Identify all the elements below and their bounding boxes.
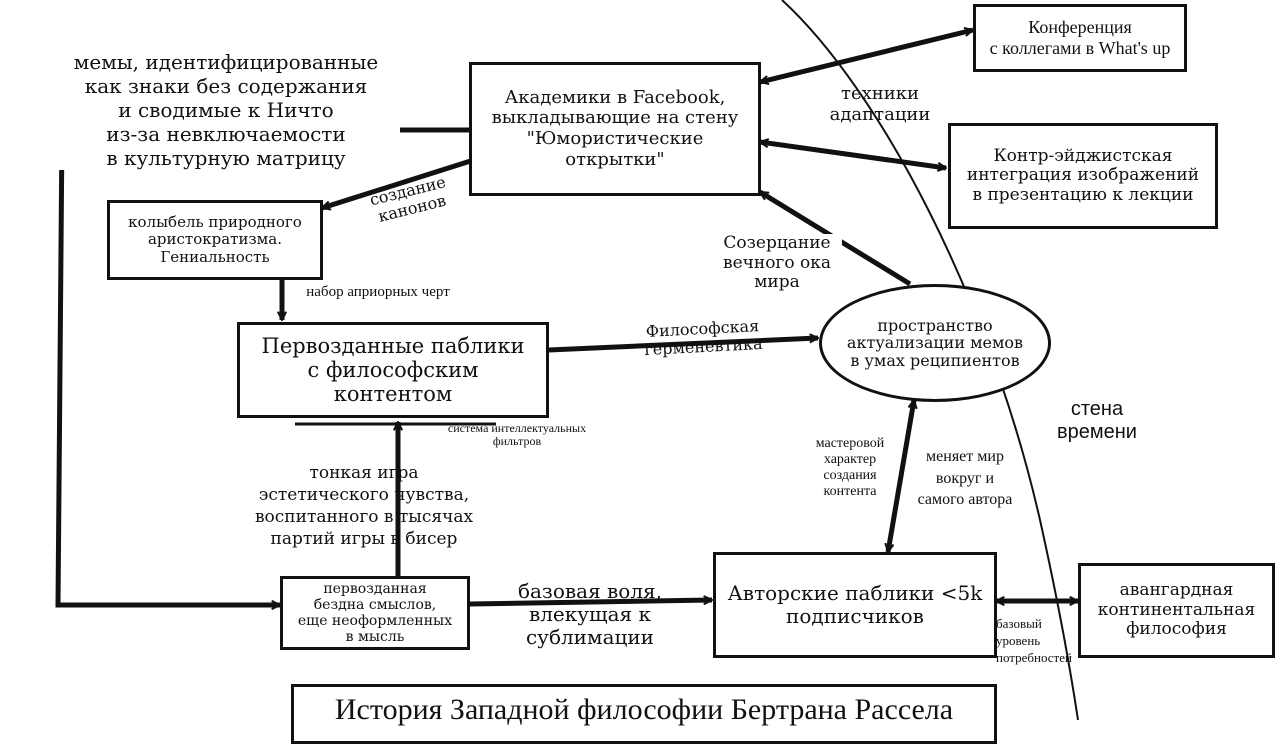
label-memes: мемы, идентифицированные как знаки без с… — [52, 50, 400, 170]
node-meme-space: пространство актуализации мемов в умах р… — [819, 284, 1051, 402]
arrow-author-memespace — [888, 400, 914, 552]
label-contemplation: Созерцание вечного ока мира — [712, 233, 842, 293]
wall-of-time-curve — [781, 0, 1079, 720]
arrow-primordial-to-memespace — [548, 338, 818, 353]
label-adaptation: техники адаптации — [829, 83, 931, 125]
arrow-abyss-to-author — [469, 600, 712, 607]
arrow-academics-counterageist — [760, 142, 946, 168]
label-base-will: базовая воля, влекущая к сублимации — [517, 579, 663, 649]
label-wall-of-time: стена времени — [1057, 398, 1137, 443]
node-avant-garde: авангардная континентальная философия — [1078, 563, 1275, 658]
node-author-publics: Авторские паблики <5k подписчиков — [713, 552, 997, 658]
label-hermeneutics: Философская герменевтика — [643, 316, 763, 360]
arrow-academics-to-cradle — [322, 155, 481, 208]
label-changes-world: меняет мир вокруг и самого автора — [917, 448, 1013, 509]
label-filters: система интеллектуальных фильтров — [447, 421, 587, 449]
arrow-academics-conference — [760, 30, 973, 82]
label-subtle-game: тонкая игра эстетического чувства, воспи… — [254, 463, 474, 550]
label-base-needs: базовый уровень потребностей — [996, 616, 1072, 665]
node-primordial-publics: Первозданные паблики с философским конте… — [237, 322, 549, 418]
label-craft: мастеровой характер создания контента — [815, 436, 885, 500]
node-cradle: колыбель природного аристократизма. Гени… — [107, 200, 323, 280]
label-apriori: набор априорных черт — [306, 284, 450, 300]
node-counter-ageist: Контр-эйджистская интеграция изображений… — [948, 123, 1218, 229]
node-conference: Конференция с коллегами в What's up — [973, 4, 1187, 72]
node-abyss: первозданная бездна смыслов, еще неоформ… — [280, 576, 470, 650]
node-academics: Академики в Facebook, выкладывающие на с… — [469, 62, 761, 196]
node-russell: История Западной философии Бертрана Расс… — [291, 684, 997, 744]
